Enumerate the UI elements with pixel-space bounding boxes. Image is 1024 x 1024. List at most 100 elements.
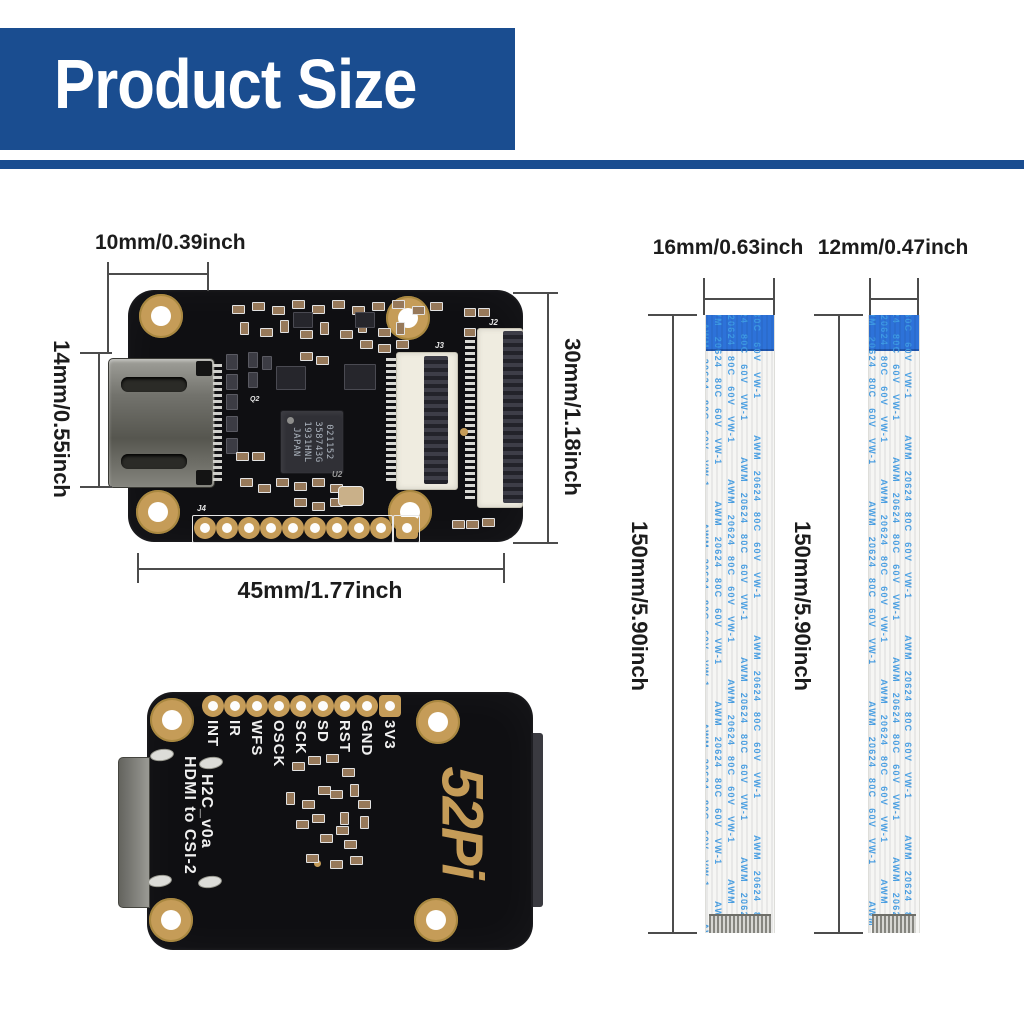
solder-pad — [268, 695, 290, 717]
ffc-pin-row — [386, 358, 396, 482]
dim-line — [137, 553, 139, 583]
pin-label: GND — [358, 720, 375, 757]
pin-label: SCK — [292, 720, 309, 755]
cable-marking-text: AWM 20624 80C 60V VW-1 — [752, 435, 762, 600]
smd-component — [300, 330, 313, 339]
cable-marking-text: AWM 20624 80C 60V VW-1 — [713, 701, 723, 866]
cable-marking-text: AWM 20624 80C 60V VW-1 — [726, 315, 736, 444]
pad-row-outline — [192, 515, 393, 543]
smd-component — [392, 300, 405, 309]
smd-component — [252, 452, 265, 461]
anchor-pad — [149, 747, 175, 763]
smd-component — [326, 754, 339, 763]
smd-component — [226, 354, 238, 370]
smd-component — [294, 498, 307, 507]
smd-component — [302, 800, 315, 809]
cable-marking-text: AWM 20624 80C 60V VW-1 — [868, 315, 877, 466]
dim-line — [207, 262, 209, 291]
dim-line — [513, 292, 558, 294]
smd-component — [286, 792, 295, 805]
cable-contacts — [709, 914, 771, 933]
solder-pad — [348, 517, 370, 539]
cable-marking-text: AWM 20624 80C 60V VW-1 — [891, 315, 901, 422]
cable-stiffener — [706, 315, 774, 351]
cable-marking-text: AWM 20624 80C 60V VW-1 — [739, 457, 749, 622]
dim-line — [547, 292, 549, 542]
cable-marking-text: AWM 20624 80C 60V VW-1 — [903, 435, 913, 600]
mounting-hole — [414, 898, 458, 942]
dim-cable2-width: 12mm/0.47inch — [817, 236, 969, 259]
smd-component — [240, 478, 253, 487]
cable-stiffener — [869, 315, 919, 351]
dim-board-height: 30mm/1.18inch — [560, 338, 585, 496]
mounting-hole — [150, 698, 194, 742]
smd-component — [226, 374, 238, 390]
smd-component — [332, 300, 345, 309]
dim-line — [773, 278, 775, 315]
pin-label: SD — [314, 720, 331, 743]
page-title: Product Size — [54, 45, 417, 123]
q2-label: Q2 — [250, 396, 260, 403]
ffc-latch — [424, 356, 448, 484]
smd-component — [226, 394, 238, 410]
smd-component — [294, 482, 307, 491]
smd-component — [226, 438, 238, 454]
hdmi-connector-rear — [118, 757, 150, 908]
cable-marking-text: AWM 20624 80C 60V VW-1 — [739, 315, 749, 422]
smd-component — [232, 305, 245, 314]
dim-line — [648, 314, 697, 316]
anchor-pad — [147, 873, 173, 889]
solder-pad — [379, 695, 401, 717]
dim-line — [672, 315, 674, 933]
dim-line — [838, 315, 840, 933]
smd-component — [336, 826, 349, 835]
cable-marking-text: AWM 20624 80C 60V VW-1 — [903, 315, 913, 400]
smd-component — [312, 305, 325, 314]
header-banner: Product Size — [0, 28, 515, 150]
smd-component — [320, 322, 329, 335]
cable-marking-text: AWM 20624 80C 60V VW-1 — [752, 315, 762, 400]
dim-board-width: 45mm/1.77inch — [237, 577, 403, 603]
cable-marking-text: AWM 20624 80C 60V VW-1 — [705, 523, 710, 688]
solder-pad — [246, 695, 268, 717]
solder-pad — [282, 517, 304, 539]
hdmi-pin-row — [213, 364, 222, 482]
smd-component — [340, 812, 349, 825]
dim-line — [648, 932, 697, 934]
dim-line — [107, 273, 207, 275]
smd-component — [378, 344, 391, 353]
cable-marking-text: AWM 20624 80C 60V VW-1 — [713, 501, 723, 666]
smd-component — [272, 306, 285, 315]
solder-pad — [216, 517, 238, 539]
smd-component — [430, 302, 443, 311]
anchor-pad — [197, 874, 223, 890]
product-name-text: HDMI to CSI-2 — [181, 756, 198, 875]
solder-pad — [194, 517, 216, 539]
pin-label: WFS — [248, 720, 265, 757]
dim-line — [917, 278, 919, 315]
dim-line — [869, 278, 871, 315]
j4-label: J4 — [197, 504, 206, 513]
chip-pin1-dot — [287, 417, 294, 424]
cable-marking-text: AWM 20624 80C 60V VW-1 — [705, 723, 710, 888]
smd-component — [478, 308, 490, 317]
solder-pad — [370, 517, 392, 539]
smd-component — [344, 840, 357, 849]
smd-component — [296, 820, 309, 829]
smd-component — [260, 328, 273, 337]
mounting-hole — [136, 490, 180, 534]
dim-line — [137, 568, 503, 570]
cable-marking-text: AWM 20624 80C 60V VW-1 — [726, 479, 736, 644]
smd-component — [350, 784, 359, 797]
cable-marking-text: AWM 20624 80C 60V VW-1 — [868, 701, 877, 866]
dim-line — [503, 553, 505, 583]
dim-cable1-width: 16mm/0.63inch — [652, 236, 804, 259]
smd-component — [378, 328, 391, 337]
dim-line — [814, 932, 863, 934]
smd-component — [240, 322, 249, 335]
mounting-hole — [139, 294, 183, 338]
smd-component — [236, 452, 249, 461]
